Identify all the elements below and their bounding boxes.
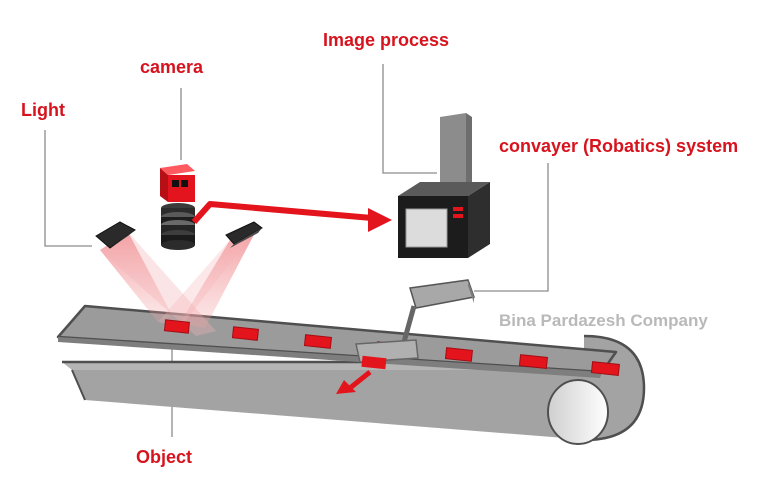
belt-objects bbox=[163, 319, 620, 376]
camera-label: camera bbox=[140, 57, 204, 77]
belt-object bbox=[590, 361, 620, 376]
belt-object bbox=[163, 319, 191, 334]
light-label: Light bbox=[21, 100, 65, 120]
image-processor bbox=[398, 113, 490, 258]
processor-screen bbox=[405, 208, 448, 248]
light-units bbox=[95, 221, 263, 252]
image-process-leader bbox=[382, 64, 437, 174]
light-beams bbox=[100, 227, 258, 336]
reject-arrow-head bbox=[336, 380, 356, 394]
signal-arrow bbox=[191, 201, 392, 232]
belt-object bbox=[518, 354, 548, 369]
roller-face bbox=[547, 379, 609, 445]
robotic-pusher bbox=[336, 279, 475, 394]
reject-arrow-shaft bbox=[348, 370, 372, 390]
image-process-label: Image process bbox=[323, 30, 450, 50]
belt-object bbox=[231, 326, 260, 341]
camera-device bbox=[160, 164, 195, 250]
conveyor-leader bbox=[474, 163, 549, 292]
object-label: Object bbox=[136, 447, 193, 467]
rejected-object bbox=[361, 355, 387, 370]
conveyor-system-label: convayer (Robatics) system bbox=[499, 136, 739, 156]
light-leader bbox=[44, 130, 92, 247]
conveyor-lower-belt bbox=[62, 360, 590, 440]
belt-object bbox=[303, 334, 333, 349]
belt-object bbox=[444, 347, 474, 362]
company-watermark: Bina Pardazesh Company bbox=[499, 311, 708, 330]
